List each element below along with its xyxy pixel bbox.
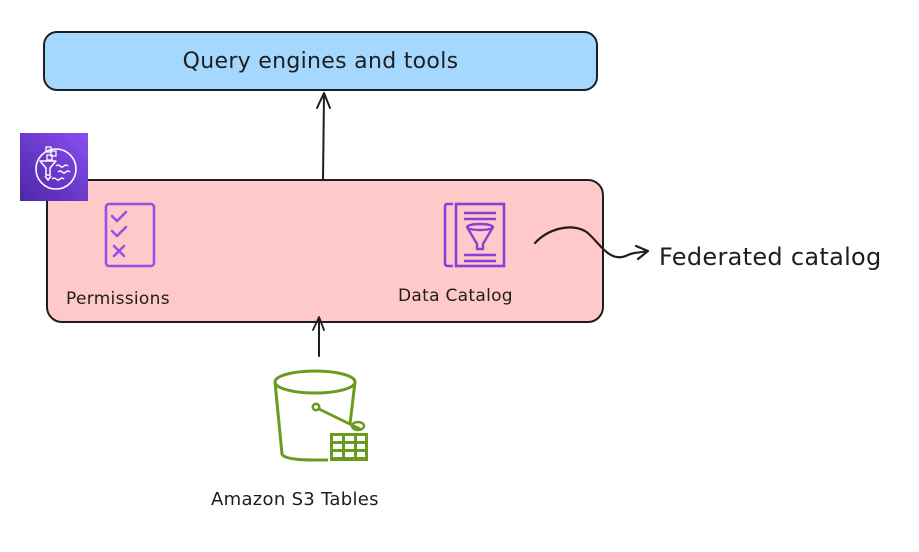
permissions-label: Permissions (66, 289, 170, 309)
s3-tables-bucket-icon (273, 369, 368, 462)
query-engines-box[interactable]: Query engines and tools (43, 31, 598, 91)
query-engines-label: Query engines and tools (182, 48, 459, 74)
arrow-to-query-engines (316, 92, 331, 181)
s3-tables-label: Amazon S3 Tables (211, 489, 379, 510)
data-catalog-funnel-icon (443, 202, 506, 268)
aws-lake-formation-icon (20, 133, 88, 201)
checklist-icon (104, 202, 156, 268)
data-catalog-label: Data Catalog (398, 286, 513, 306)
arrow-from-s3-tables (312, 316, 325, 357)
federated-catalog-label: Federated catalog (659, 243, 882, 271)
arrow-to-federated-catalog (533, 226, 650, 261)
